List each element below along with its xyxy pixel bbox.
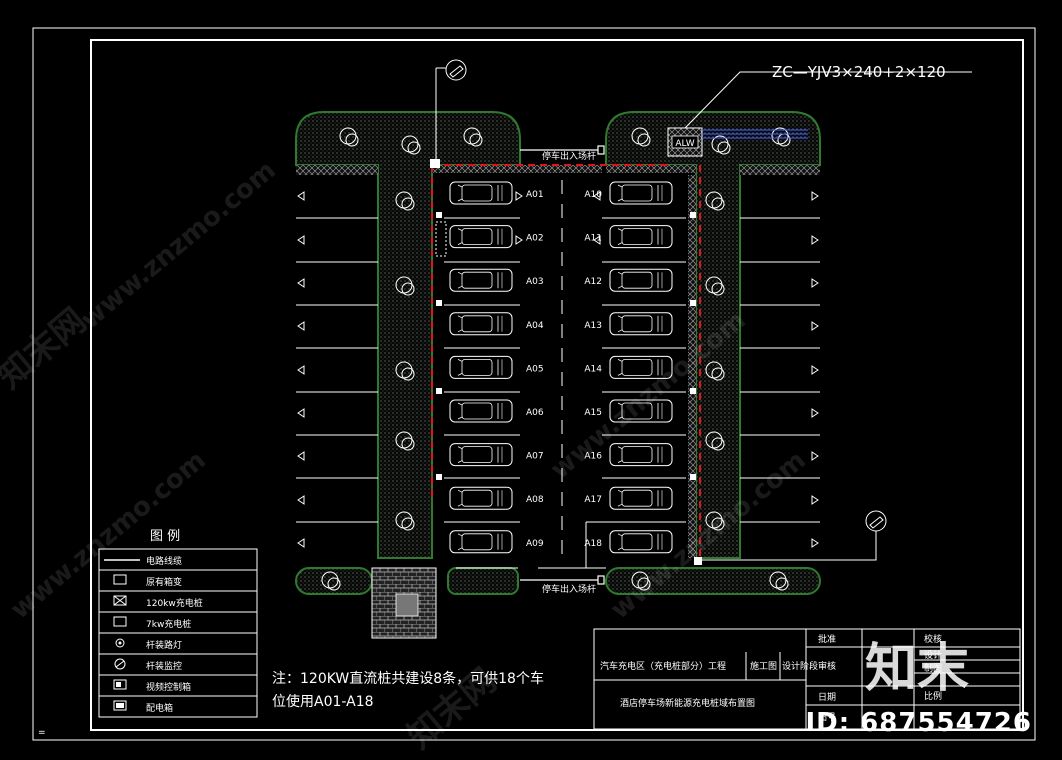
tb-date: 日期 (818, 692, 836, 703)
camera-icon (435, 59, 467, 165)
bay-label: A17 (584, 495, 602, 505)
parked-car (609, 443, 673, 467)
parked-car (609, 181, 673, 205)
parked-car (449, 443, 513, 467)
bay-label: A02 (526, 234, 544, 244)
barrier-gate-top (520, 145, 605, 155)
svg-text:=: = (38, 728, 46, 738)
bay-label: A03 (526, 277, 544, 287)
legend-label-6: 视频控制箱 (146, 681, 191, 693)
left-landscape-island (295, 111, 521, 559)
parked-car (449, 268, 513, 292)
legend-title: 图 例 (150, 529, 180, 544)
parked-car (609, 312, 673, 336)
tb-check: 校核 (924, 633, 942, 645)
gate-label-top: 停车出入场杆 (542, 150, 596, 162)
right-outer-stalls (740, 217, 820, 523)
barrier-gate-bottom (520, 575, 605, 585)
legend-label-2: 120kw充电桩 (146, 597, 203, 609)
legend-label-1: 原有箱变 (146, 576, 182, 588)
tb-drawing-name: 酒店停车场新能源充电桩域布置图 (620, 697, 755, 709)
tb-project: 汽车充电区（充电桩部分）工程 (600, 660, 726, 672)
note-line-1: 注：120KW直流桩共建设8条，可供18个车 (272, 670, 544, 687)
cable-spec-label: ZC—YJV3×240+2×120 (772, 63, 946, 81)
tb-review: 审核 (818, 660, 836, 672)
parked-car (449, 312, 513, 336)
outer-frame (32, 27, 1036, 741)
transformer-icon (667, 127, 703, 157)
bay-label: A04 (526, 321, 544, 331)
legend-label-3: 7kw充电桩 (146, 618, 191, 630)
parked-car (449, 181, 513, 205)
parked-car (449, 399, 513, 423)
bottom-island-right (605, 567, 821, 595)
svg-text:www.znzmo.com: www.znzmo.com (75, 155, 281, 335)
ac-charger-icon (113, 616, 127, 627)
title-block (593, 628, 1021, 730)
legend-label-7: 配电箱 (146, 702, 173, 714)
bay-label: A11 (584, 234, 602, 244)
distribution-box-icon (113, 700, 127, 711)
inner-frame (90, 39, 1024, 731)
bay-label: A06 (526, 408, 544, 418)
left-outer-stalls (296, 217, 378, 523)
parked-car (609, 268, 673, 292)
legend-label-5: 杆装监控 (146, 660, 182, 672)
legend-label-0: 电路线缆 (146, 555, 182, 567)
watermark-id: ID: 687554726 (805, 708, 1032, 738)
tb-scale: 比例 (924, 690, 942, 702)
legend-label-4: 杆装路灯 (146, 639, 182, 651)
bay-label: A16 (584, 452, 602, 462)
right-landscape-island (605, 111, 821, 559)
parked-car (609, 530, 673, 554)
street-lamp-icon (115, 638, 125, 648)
parked-car (449, 225, 513, 249)
stall-arrows (297, 191, 819, 548)
cable-route (431, 164, 701, 560)
camera-legend-icon (114, 658, 126, 670)
tb-design: 设计 (924, 649, 942, 661)
parked-car (609, 486, 673, 510)
bay-label: A07 (526, 452, 544, 462)
svg-text:知末网: 知末网 (0, 301, 94, 397)
tb-stage-small: 设计阶段 (782, 660, 818, 672)
bay-label: A05 (526, 364, 544, 374)
gate-label-bottom: 停车出入场杆 (542, 583, 596, 595)
bay-label: A18 (584, 539, 602, 549)
transformer-label: ALW (675, 139, 694, 149)
bottom-island-mid (447, 567, 519, 595)
cable-leader (684, 71, 972, 129)
parked-car (449, 355, 513, 379)
bay-label: A10 (584, 190, 602, 200)
bay-label: A14 (584, 364, 602, 374)
parked-car (609, 225, 673, 249)
video-control-box-icon (113, 679, 127, 690)
legend: 图 例 电路线缆 原有箱变 120kw充电桩 7kw充电桩 杆装路灯 杆装监控 … (98, 529, 258, 718)
tb-figno: 图号 (818, 712, 836, 723)
dc-charger-icon (113, 595, 127, 606)
bay-label: A09 (526, 539, 544, 549)
watermark-logo: 知末 (865, 639, 970, 699)
bay-label: A08 (526, 495, 544, 505)
charger-markers (430, 159, 702, 565)
transformer-legend-icon (113, 574, 127, 585)
camera-icon-2 (700, 510, 887, 561)
parked-car (449, 486, 513, 510)
bay-label: A13 (584, 321, 602, 331)
tb-approve: 批准 (818, 633, 836, 645)
bay-label: A01 (526, 190, 544, 200)
tb-stage: 施工图 (750, 660, 777, 672)
parked-car (449, 530, 513, 554)
bay-label: A12 (584, 277, 602, 287)
tb-draw: 制图 (924, 662, 942, 674)
note-line-2: 位使用A01-A18 (272, 693, 374, 710)
bay-label: A15 (584, 408, 602, 418)
